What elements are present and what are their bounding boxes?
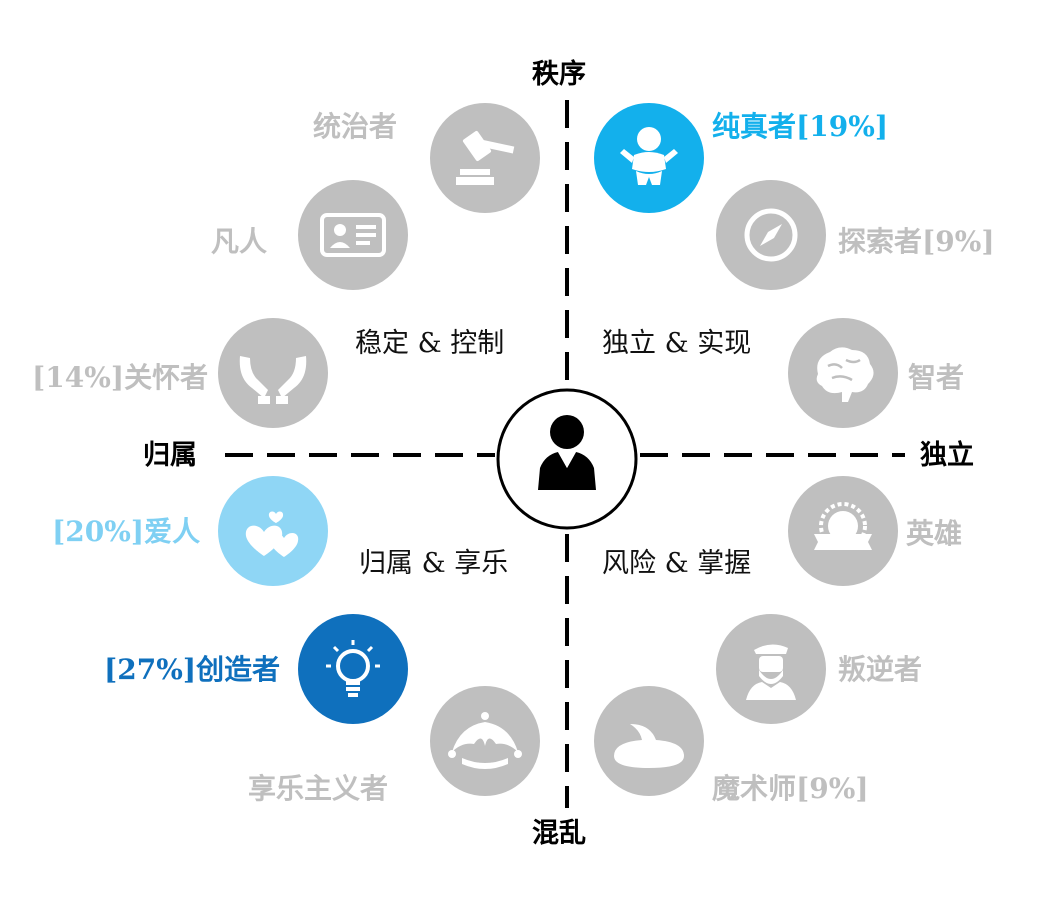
everyman-label: 凡人 — [211, 225, 268, 258]
quadrant-label-top-left: 稳定 & 控制 — [355, 328, 505, 359]
hearts-icon — [245, 511, 299, 557]
ruler-label: 统治者 — [313, 110, 398, 143]
explorer-label: 探索者[9%] — [838, 225, 995, 258]
axis-label-bottom: 混乱 — [532, 818, 586, 849]
jester-circle — [430, 686, 540, 796]
badge-ribbon-icon — [814, 502, 872, 550]
hero-label: 英雄 — [906, 517, 963, 550]
creator-circle — [298, 614, 408, 724]
hero-circle — [788, 476, 898, 586]
lover-circle — [218, 476, 328, 586]
bearded-man-icon — [746, 644, 796, 700]
baby-icon — [620, 127, 678, 185]
magician-circle — [594, 686, 704, 796]
compass-icon — [744, 208, 798, 262]
wizard-hat-icon — [614, 724, 684, 768]
brain-icon — [816, 347, 874, 402]
gavel-icon — [456, 130, 515, 185]
innocent-circle — [594, 103, 704, 213]
caring-hands-icon — [239, 356, 307, 404]
sage-circle — [788, 318, 898, 428]
outlaw-circle — [716, 614, 826, 724]
sage-label: 智者 — [908, 361, 965, 394]
creator-label: [27%]创造者 — [104, 653, 281, 686]
quadrant-label-bottom-right: 风险 & 掌握 — [602, 548, 752, 579]
jester-hat-icon — [448, 712, 522, 769]
everyman-circle — [298, 180, 408, 290]
jester-label: 享乐主义者 — [248, 772, 389, 805]
caregiver-circle — [218, 318, 328, 428]
person-icon — [538, 415, 596, 490]
innocent-label: 纯真者[19%] — [712, 110, 889, 143]
magician-label: 魔术师[9%] — [712, 772, 869, 805]
quadrant-label-top-right: 独立 & 实现 — [602, 328, 752, 359]
axis-label-left: 归属 — [143, 440, 197, 471]
axis-label-top: 秩序 — [532, 59, 586, 90]
outlaw-label: 叛逆者 — [838, 653, 923, 686]
lightbulb-icon — [326, 640, 380, 697]
lover-label: [20%]爱人 — [52, 515, 201, 548]
explorer-circle — [716, 180, 826, 290]
ruler-circle — [430, 103, 540, 213]
id-card-icon — [320, 213, 386, 257]
quadrant-label-bottom-left: 归属 & 享乐 — [359, 548, 509, 579]
axis-label-right: 独立 — [920, 440, 974, 471]
caregiver-label: [14%]关怀者 — [32, 361, 209, 394]
